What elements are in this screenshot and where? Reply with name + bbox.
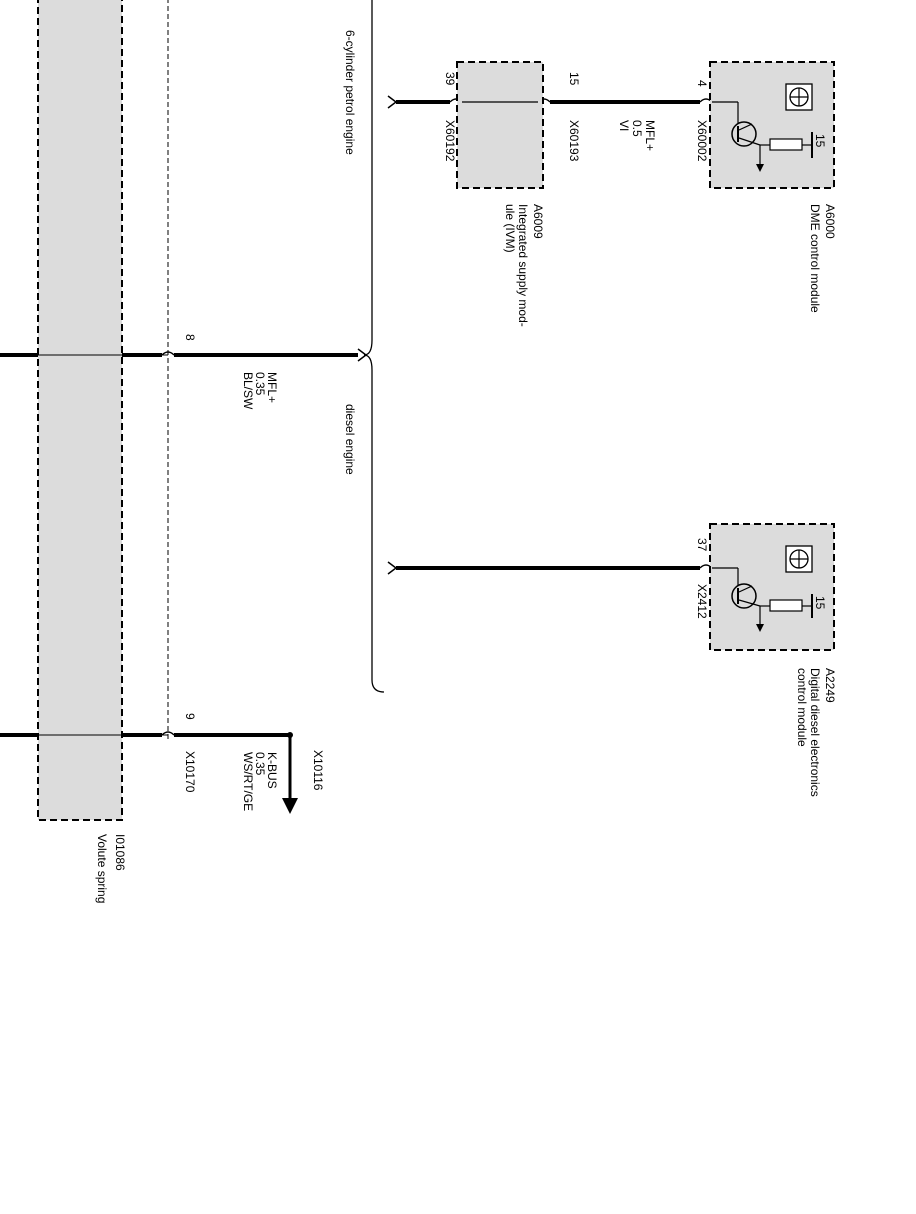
- ivm-pin-right: 15: [567, 72, 581, 86]
- dde-id: A2249: [823, 668, 837, 703]
- wire-kbus-gauge: 0.35: [253, 752, 267, 776]
- dme-internal-pin: 15: [813, 134, 827, 148]
- dme-id: A6000: [823, 204, 837, 239]
- dde-name-line1: Digital diesel electronics: [808, 668, 822, 797]
- wire-kbus-target-connector: X10116: [311, 750, 325, 791]
- wire-kbus-pin: 9: [183, 713, 197, 720]
- wire-petrol-mfl: MFL+ 0.5 VI: [387, 95, 713, 151]
- wire-kbus: 9 X10170 K-BUS 0.35 WS/RT/GE X10116: [122, 713, 325, 814]
- dme-name: DME control module: [808, 204, 822, 313]
- ivm-id: A6009: [531, 204, 545, 239]
- dme-module: 4 X60002 15 A6000 DME control module: [695, 61, 837, 313]
- engine-label-petrol: 6-cylinder petrol engine: [343, 30, 357, 155]
- dde-ground-arrow-icon: [756, 624, 764, 632]
- wire-petrol-color: VI: [617, 120, 631, 131]
- volute-spring-name: Volute spring: [95, 834, 109, 903]
- wire-diesel-color: BL/SW: [241, 372, 255, 410]
- ivm-module: 39 X60192 15 X60193 A6009 Integrated sup…: [443, 61, 581, 327]
- dme-transistor-icon: [731, 121, 757, 147]
- wire-diesel-pin: 8: [183, 334, 197, 341]
- wire-petrol-signal: MFL+: [643, 120, 657, 151]
- wire-kbus-color: WS/RT/GE: [241, 752, 255, 811]
- dde-internal-pin: 15: [813, 596, 827, 610]
- dme-pin: 4: [695, 80, 709, 87]
- dde-transistor-icon: [731, 583, 757, 609]
- ivm-name-line1: Integrated supply mod-: [516, 204, 530, 327]
- wire-diesel-signal: MFL+: [265, 372, 279, 403]
- volute-spring-component: I01086 Volute spring: [0, 0, 169, 903]
- wire-diesel-dde: [387, 561, 713, 575]
- dme-connector: X60002: [695, 120, 709, 162]
- engine-label-diesel: diesel engine: [343, 404, 357, 475]
- volute-spring-id: I01086: [113, 834, 127, 871]
- wire-diesel-mfl: 8 MFL+ 0.35 BL/SW: [122, 334, 368, 410]
- dme-ground-arrow-icon: [756, 164, 764, 172]
- engine-variant-brace: 6-cylinder petrol engine diesel engine: [343, 0, 385, 693]
- dde-resistor-icon: [769, 599, 803, 612]
- ivm-pin-left: 39: [443, 72, 457, 86]
- ivm-connector-right: X60193: [567, 120, 581, 162]
- ivm-name-line2: ule (IVM): [503, 204, 517, 253]
- wire-diesel-gauge: 0.35: [253, 372, 267, 396]
- dde-pin: 37: [695, 538, 709, 552]
- wire-petrol-gauge: 0.5: [630, 120, 644, 137]
- dde-module: 37 X2412 15 A2249 Digital diesel electro…: [695, 523, 837, 797]
- ivm-connector-left: X60192: [443, 120, 457, 162]
- wire-kbus-signal: K-BUS: [265, 752, 279, 789]
- wire-kbus-connector: X10170: [183, 751, 197, 793]
- dde-name-line2: control module: [795, 668, 809, 747]
- dme-resistor-icon: [769, 138, 803, 151]
- dde-connector: X2412: [695, 584, 709, 619]
